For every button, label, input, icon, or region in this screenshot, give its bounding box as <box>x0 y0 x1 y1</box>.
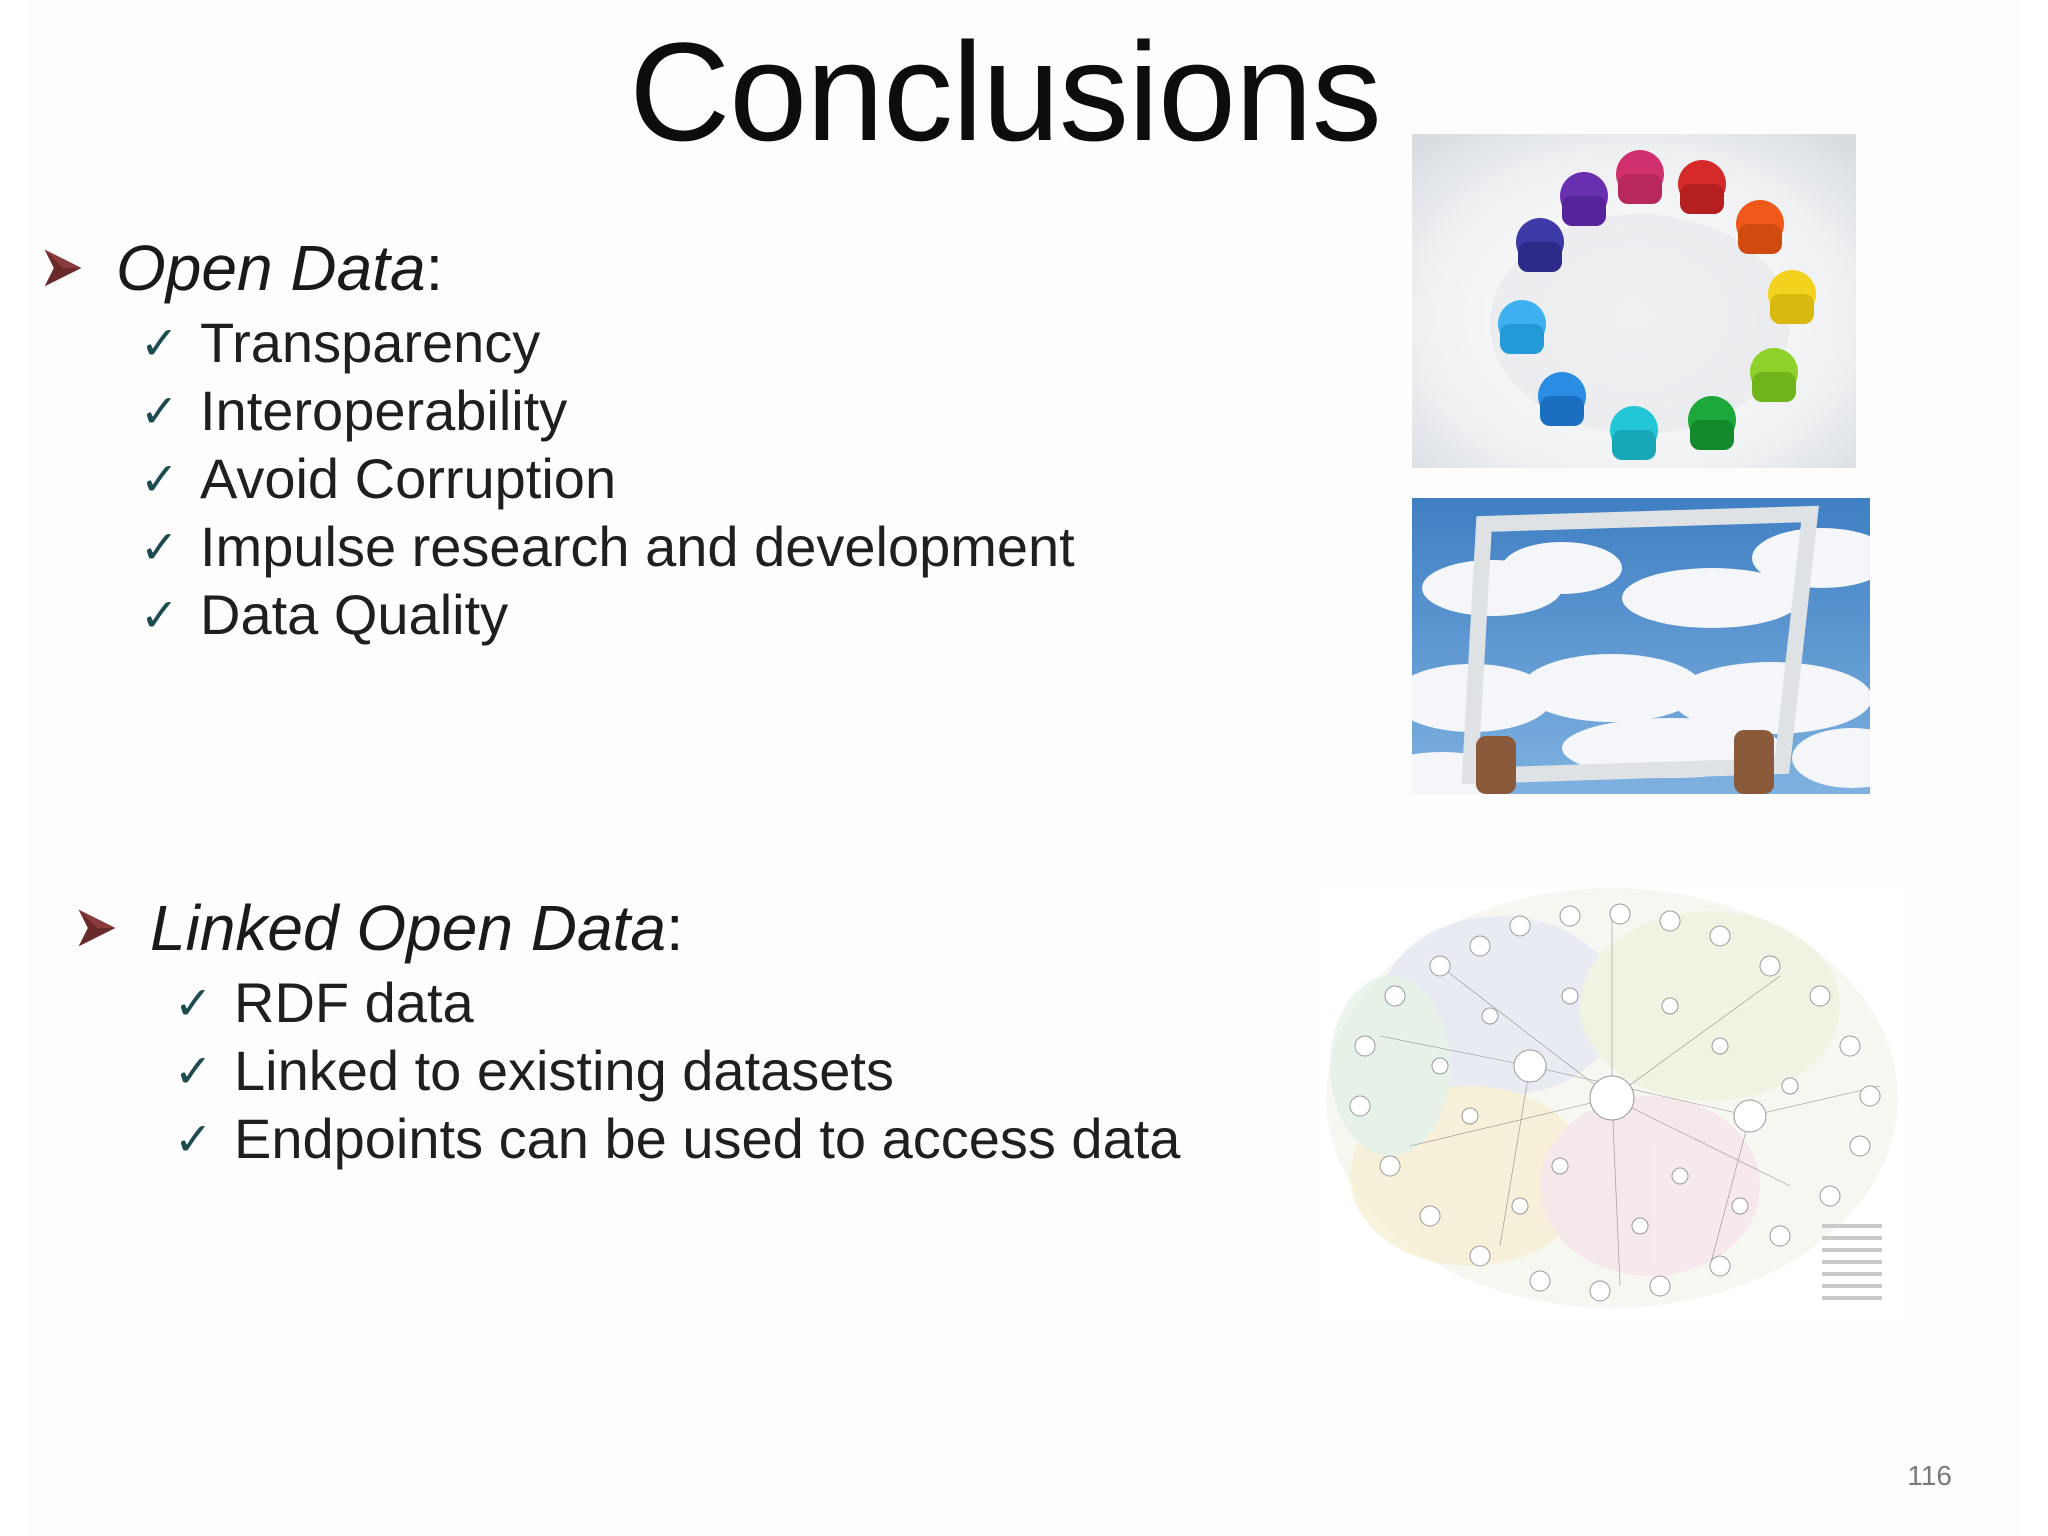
section-heading-text: Linked Open Data <box>150 892 666 964</box>
check-icon: ✓ <box>174 1112 213 1165</box>
check-icon: ✓ <box>174 976 213 1029</box>
check-icon: ✓ <box>140 384 179 437</box>
slide-title: Conclusions <box>629 13 1382 170</box>
puzzle-people-circle-image <box>1412 134 1856 468</box>
section-heading: Open Data: <box>40 230 1075 307</box>
lod-cloud-image <box>1320 886 1904 1326</box>
open-data-list: ✓Transparency ✓Interoperability ✓Avoid C… <box>140 309 1075 649</box>
check-icon: ✓ <box>140 316 179 369</box>
list-item: ✓Interoperability <box>140 377 1075 445</box>
list-item: ✓Impulse research and development <box>140 513 1075 581</box>
arrowhead-bullet-icon <box>78 909 116 947</box>
check-icon: ✓ <box>140 452 179 505</box>
section-heading: Linked Open Data: <box>74 890 1180 967</box>
open-data-section: Open Data: ✓Transparency ✓Interoperabili… <box>40 230 1075 649</box>
linked-open-data-section: Linked Open Data: ✓RDF data ✓Linked to e… <box>74 890 1180 1173</box>
arrowhead-bullet-icon <box>44 249 82 287</box>
section-heading-text: Open Data <box>116 232 426 304</box>
list-item: ✓Linked to existing datasets <box>174 1037 1180 1105</box>
page-number: 116 <box>1907 1460 1952 1491</box>
list-item: ✓Endpoints can be used to access data <box>174 1105 1180 1173</box>
list-item: ✓Transparency <box>140 309 1075 377</box>
frame-sky-image <box>1412 498 1870 794</box>
check-icon: ✓ <box>174 1044 213 1097</box>
check-icon: ✓ <box>140 588 179 641</box>
list-item: ✓Data Quality <box>140 581 1075 649</box>
list-item: ✓RDF data <box>174 969 1180 1037</box>
check-icon: ✓ <box>140 520 179 573</box>
linked-open-data-list: ✓RDF data ✓Linked to existing datasets ✓… <box>174 969 1180 1173</box>
list-item: ✓Avoid Corruption <box>140 445 1075 513</box>
